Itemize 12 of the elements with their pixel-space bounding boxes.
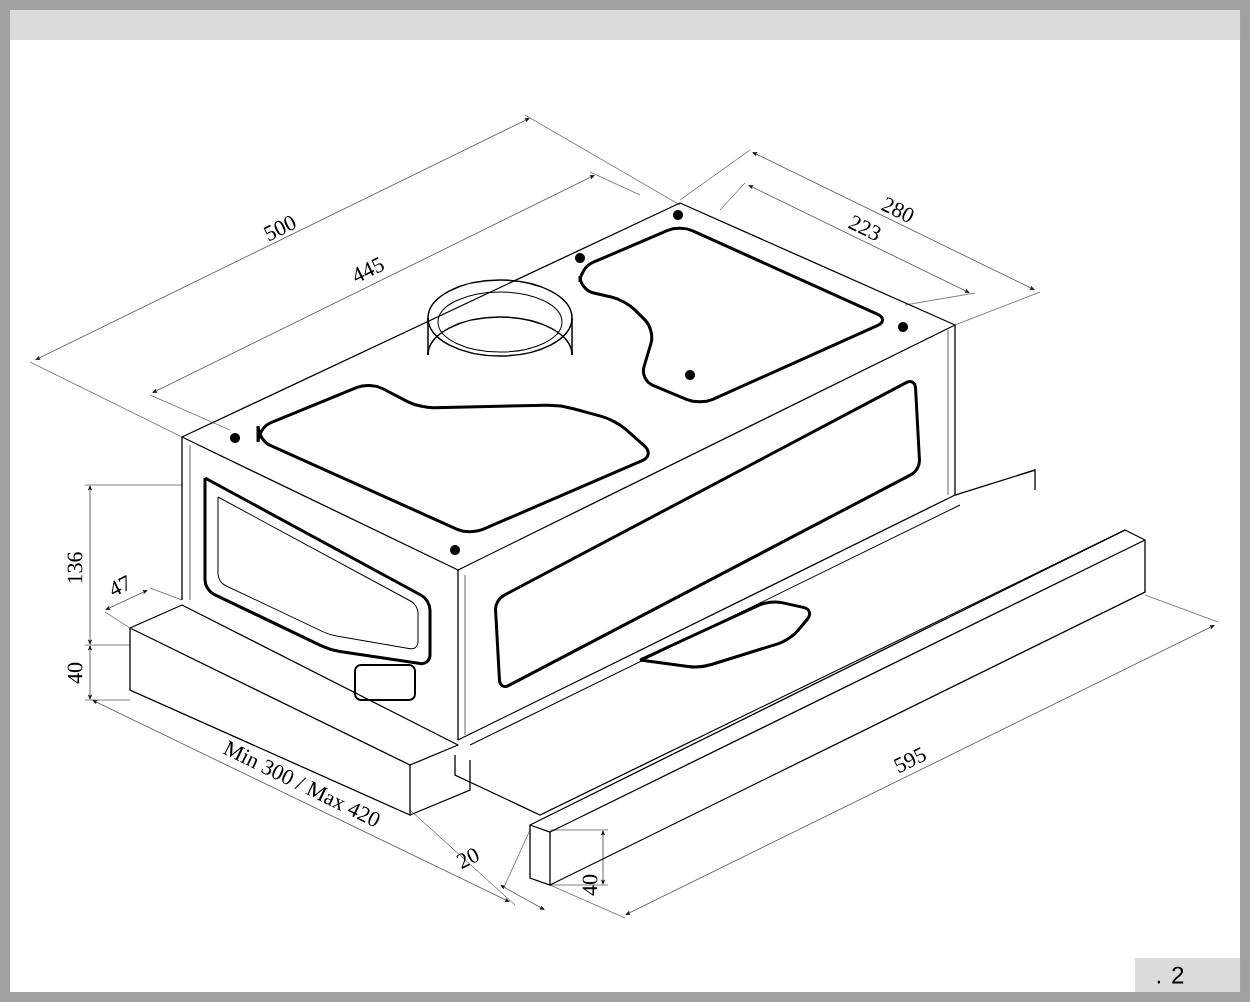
dimension-text: 40 [582, 874, 598, 896]
dimension-text: 280 [880, 197, 914, 222]
dimension-text: 223 [847, 215, 881, 241]
dimension-text: 136 [67, 552, 83, 583]
dimension-text: 595 [893, 747, 926, 773]
page-number: . 2 [1157, 966, 1184, 984]
dimension-text: 500 [263, 216, 296, 241]
dimension-text: 40 [67, 662, 83, 684]
dimension-text: 47 [111, 575, 127, 595]
dimension-text: Min 300 / Max 420 [222, 740, 380, 827]
dimension-text: 445 [354, 257, 384, 281]
dimension-text: 20 [456, 848, 479, 869]
